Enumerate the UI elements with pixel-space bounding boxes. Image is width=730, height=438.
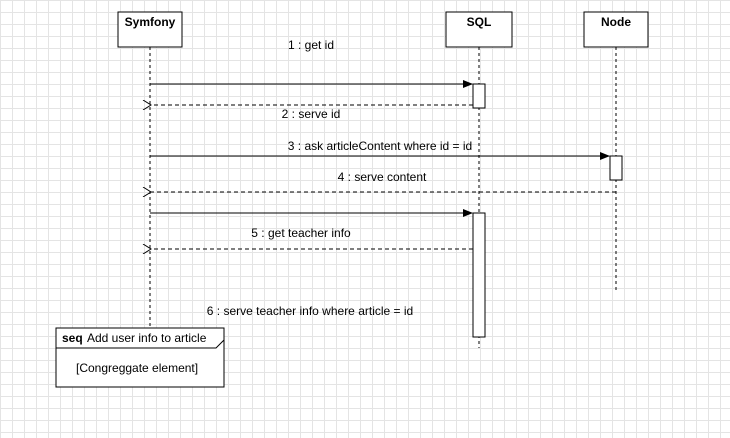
participant-symfony[interactable]: Symfony [117, 11, 183, 48]
activation-node[interactable] [609, 155, 623, 181]
message-1-label: 1 : get id [288, 38, 334, 52]
fragment-tab [55, 327, 225, 349]
activation-sql-2[interactable] [472, 212, 486, 338]
participant-symfony-label: Symfony [125, 15, 176, 29]
message-5-label: 5 : get teacher info [251, 226, 351, 240]
message-2-label: 2 : serve id [282, 107, 341, 121]
message-3-label: 3 : ask articleContent where id = id [288, 139, 472, 153]
message-4-label: 4 : serve content [338, 170, 427, 184]
fragment-seq[interactable]: seq Add user info to article [Congreggat… [55, 327, 225, 388]
activation-sql-1[interactable] [472, 83, 486, 109]
fragment-keyword: seq [62, 331, 83, 345]
fragment-title: Add user info to article [87, 331, 207, 345]
participant-node-label: Node [601, 15, 631, 29]
participant-sql-label: SQL [467, 15, 492, 29]
fragment-guard: [Congreggate element] [76, 361, 198, 375]
message-6-label: 6 : serve teacher info where article = i… [207, 304, 413, 318]
participant-sql[interactable]: SQL [445, 11, 513, 48]
participant-node[interactable]: Node [583, 11, 649, 48]
